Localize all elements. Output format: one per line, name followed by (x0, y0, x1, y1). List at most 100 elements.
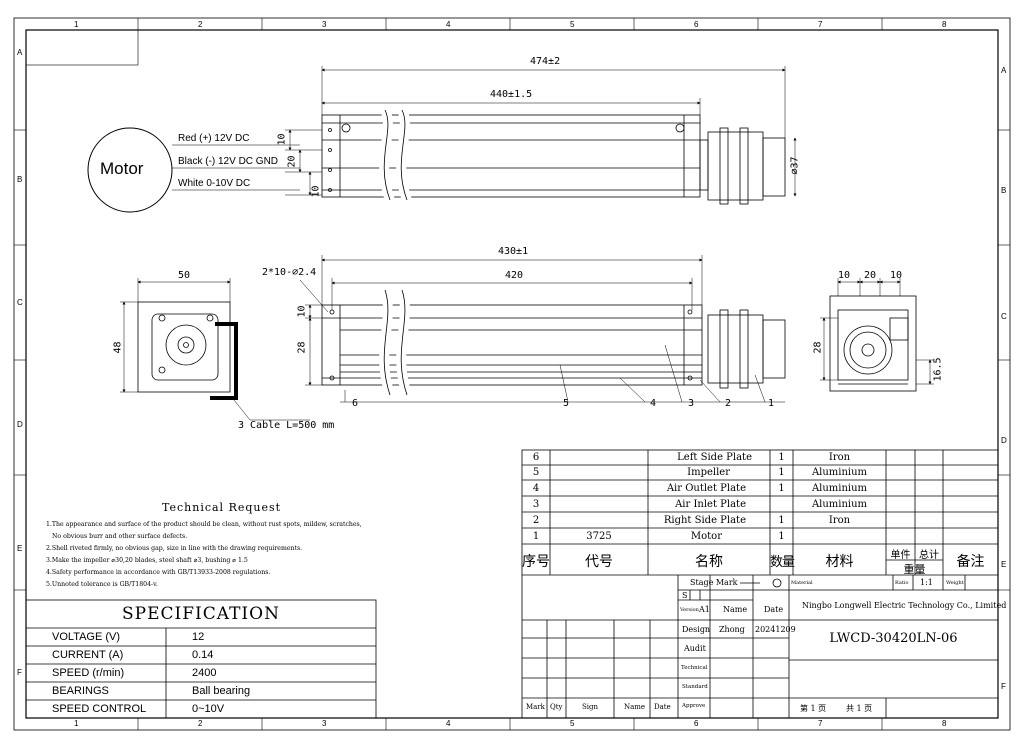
outer-frame (13, 17, 1011, 731)
inner-frame (25, 29, 999, 719)
bom-header-qty: 数量 (770, 555, 795, 570)
grid-col-5: 5 (570, 20, 575, 29)
spec-label-speed-control: SPEED CONTROL (52, 703, 147, 715)
dim-mount-span: 430±1 (498, 246, 529, 257)
dim-overall: 474±2 (530, 56, 561, 67)
tb-total-pages: 共 1 页 (846, 704, 873, 713)
bom-name: Impeller (687, 467, 730, 478)
dim-inner-span: 420 (505, 270, 524, 281)
tb-mark: Mark (526, 703, 545, 711)
technical-request-title: Technical Request (162, 501, 282, 514)
grid-row-c-right: C (1001, 312, 1007, 321)
spec-label-voltage: VOLTAGE (V) (52, 631, 121, 643)
spec-label-bearings: BEARINGS (52, 685, 109, 697)
spec-label-speed: SPEED (r/min) (52, 667, 125, 679)
motor-label: Motor (100, 159, 144, 178)
dim-motor-diameter: ⌀37 (789, 156, 801, 175)
dim-side-w2: 20 (864, 270, 877, 281)
grid-col-6-bottom: 6 (694, 719, 699, 728)
bom-qty: 1 (778, 467, 785, 478)
bom-code: 3725 (586, 531, 612, 542)
spec-value-speed-control: 0~10V (192, 703, 225, 715)
bom-material: Iron (828, 452, 851, 463)
tb-design-date: 20241209 (755, 625, 796, 634)
tb-drawing-no: LWCD-30420LN-06 (829, 631, 958, 646)
tb-stage-mark: Stage Mark (690, 578, 738, 587)
grid-row-e: E (17, 544, 23, 553)
dim-body: 440±1.5 (490, 89, 533, 100)
tb-date-label: Date (764, 605, 784, 614)
callout-5: 5 (563, 398, 570, 409)
grid-row-b-right: B (1001, 186, 1007, 195)
grid-row-a-right: A (1001, 66, 1007, 75)
tb-version-label: Version (680, 607, 699, 613)
tb-company: Ningbo Longwell Electric Technology Co.,… (802, 601, 1007, 610)
dim-holes: 2*10-⌀2.4 (262, 267, 317, 278)
top-view (321, 107, 786, 205)
tb-material-label: Material (791, 580, 813, 586)
motor-circle (87, 127, 173, 213)
bom-name: Air Inlet Plate (675, 499, 746, 510)
dim-pitch-bottom: 10 (310, 185, 322, 198)
callout-3: 3 (688, 398, 695, 409)
dim-front-height-b: 28 (296, 341, 308, 354)
dim-side-height: 28 (812, 341, 824, 354)
bom-no: 2 (532, 515, 540, 526)
bom-header-material: 材料 (825, 554, 854, 570)
grid-col-7: 7 (818, 20, 823, 29)
dim-pitch-top: 10 (276, 133, 288, 146)
grid-row-f: F (17, 668, 22, 677)
tb-version: A1 (699, 605, 710, 614)
bom-header-no: 序号 (522, 554, 550, 570)
tr-line-5: 4.Safety performance in accordance with … (46, 569, 271, 576)
bom-no: 3 (532, 499, 540, 510)
tb-name: Name (624, 703, 646, 711)
grid-col-5-bottom: 5 (570, 719, 575, 728)
bom-no: 6 (532, 452, 540, 463)
bom-header-name: 名称 (695, 554, 723, 570)
bom-material: Aluminium (811, 499, 868, 510)
bom-no: 4 (532, 483, 540, 494)
tr-line-6: 5.Unnoted tolerance is GB/T1804-v. (46, 581, 158, 588)
bom-qty: 1 (778, 515, 785, 526)
spec-value-bearings: Ball bearing (192, 685, 251, 697)
grid-col-4: 4 (446, 20, 451, 29)
grid-col-8: 8 (942, 20, 947, 29)
grid-col-3: 3 (322, 20, 327, 29)
tb-date: Date (654, 703, 671, 711)
tb-designer: Zhong (719, 625, 745, 634)
grid-col-7-bottom: 7 (818, 719, 823, 728)
bom-no: 1 (532, 531, 540, 542)
dim-front-height-a: 10 (296, 305, 308, 318)
tb-stage-s: S (682, 591, 688, 600)
bom-name: Right Side Plate (663, 515, 746, 526)
end-view-left (137, 301, 310, 421)
tr-line-3: 2.Shell riveted firmly, no obvious gap, … (46, 545, 303, 552)
bom-qty: 1 (778, 483, 785, 494)
tb-weight-label: Weight (946, 580, 964, 586)
tb-qty: Qty (550, 703, 563, 711)
grid-col-6: 6 (694, 20, 699, 29)
callout-2: 2 (725, 398, 732, 409)
tr-line-4: 3.Make the impeller ⌀30,20 blades, steel… (46, 557, 248, 564)
wire-white: White 0-10V DC (178, 178, 251, 189)
callout-6: 6 (352, 398, 359, 409)
tb-design-label: Design (682, 625, 711, 634)
bom-header-total: 总计 (919, 550, 939, 561)
bom-header-weight: 重量 (903, 563, 926, 576)
spec-title: SPECIFICATION (122, 604, 280, 624)
bom-qty: 1 (778, 531, 785, 542)
dim-end-height: 48 (112, 341, 124, 354)
grid-col-8-bottom: 8 (942, 719, 947, 728)
bom-name: Left Side Plate (677, 452, 752, 463)
dim-pitch-mid: 20 (286, 155, 298, 168)
dim-cable: 3 Cable L=500 mm (238, 420, 335, 431)
bom-qty: 1 (778, 452, 785, 463)
tb-ratio: 1:1 (920, 578, 933, 587)
wire-black: Black (-) 12V DC GND (178, 156, 279, 167)
grid-col-3-bottom: 3 (322, 719, 327, 728)
tables-lines (25, 449, 999, 719)
bom-header-remark: 备注 (956, 554, 985, 570)
